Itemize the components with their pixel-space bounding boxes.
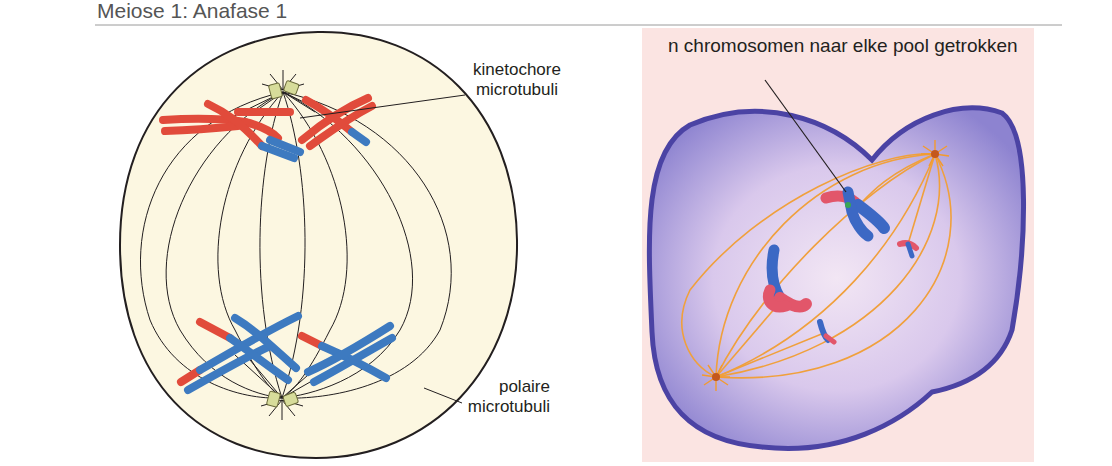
chromosomes-bottom [181,316,392,390]
title-rule [95,25,1062,26]
centromere [845,202,851,208]
asters [702,140,949,391]
chromatid [200,322,230,338]
chromatid [352,132,366,142]
chromatid [768,290,786,307]
spindle-fiber [716,154,935,377]
polar-microtubule [282,92,413,398]
right-panel [642,28,1034,462]
chromatid [200,316,298,370]
structure-label: polaire microtubuli [440,377,550,418]
chromatid [188,346,270,390]
centriole [268,83,282,99]
centriole [283,392,299,407]
leader-line [424,388,462,403]
chromatid [314,338,392,382]
spindle-fiber [716,154,951,378]
chromatid [848,192,868,236]
chromatid [230,338,288,380]
slide-title: Meiose 1: Anafase 1 [97,0,287,23]
spindle-fiber [716,154,940,377]
cell-membrane [120,32,517,458]
centrosome [931,150,939,158]
chromosomes-top [163,98,372,158]
kinetochore-fiber [716,300,782,377]
polar-microtubule [282,92,451,398]
chromatid [826,336,834,342]
kinetochore-fiber [908,154,935,244]
chromatid [908,244,912,256]
spindle-fiber [682,154,935,377]
chromatid [238,108,290,116]
spindle-fiber [716,154,935,377]
dividing-cell [649,108,1023,448]
callout-label: n chromosomen naar elke pool getrokken [668,35,1018,58]
left-cell [120,32,517,458]
leader-line [765,80,846,192]
panel-background [642,28,1034,462]
spindle-fiber [716,154,935,377]
kinetochore-fiber [716,333,824,377]
centriole [283,80,299,95]
structure-label: kinetochore microtubuli [452,60,582,101]
spindle [682,154,951,378]
chromosomes-right [768,192,916,342]
chromatid [262,146,294,158]
centriole [266,391,280,407]
spindle-fibers [140,92,451,398]
aster [921,140,949,166]
chromatid [235,318,296,368]
polar-microtubule [140,92,283,398]
leader-line [300,95,465,118]
chromatid [165,126,238,131]
aster [702,365,730,391]
centrosome [712,373,720,381]
